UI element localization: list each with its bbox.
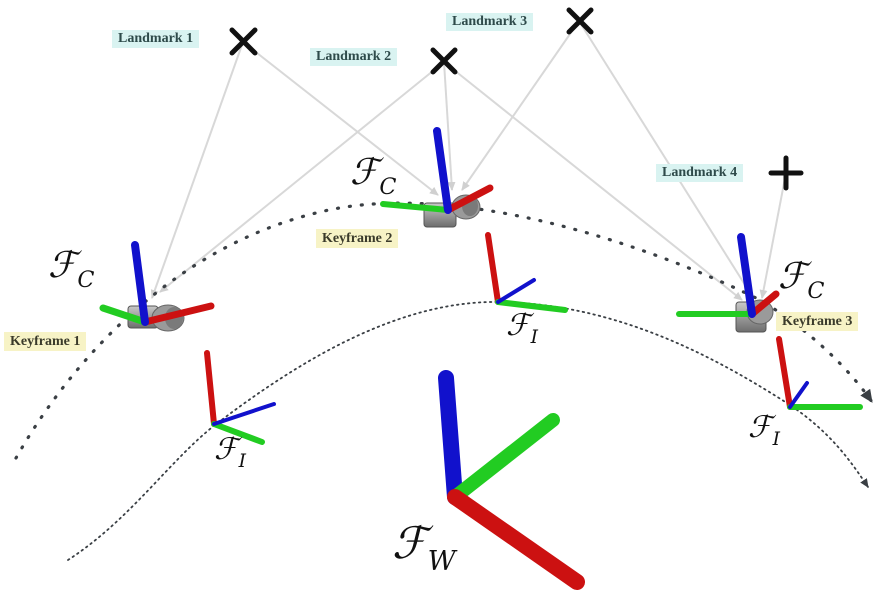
camera-frame-label-1: ℱC [48, 245, 95, 294]
imu-frame-label-1: ℱI [214, 432, 246, 473]
imu3-x-axis [776, 336, 793, 410]
imu1-x-axis [204, 350, 217, 427]
landmark-2-cross-icon [430, 47, 458, 75]
landmark-4-cross-icon [768, 155, 804, 191]
camera-frame-label-3: ℱC [778, 256, 825, 305]
keyframe-1-label: Keyframe 1 [4, 332, 87, 351]
world-y-axis [448, 413, 560, 504]
ray-lm3-kf2 [461, 20, 580, 191]
camera-frame-label-2: ℱC [350, 152, 397, 201]
keyframe-3-label: Keyframe 3 [776, 312, 859, 331]
imu-frame-label-2: ℱI [506, 308, 538, 349]
landmark-1-label: Landmark 1 [112, 30, 200, 48]
cam1-x-axis [141, 302, 215, 326]
ray-lm4-kf3 [759, 172, 787, 299]
imu-frame-1 [204, 350, 276, 445]
imu-frame-2 [485, 232, 568, 313]
camera-keyframe-2 [380, 127, 494, 228]
cam3-z-axis [737, 233, 756, 318]
cam2-y-axis [380, 201, 451, 213]
world-frame [438, 370, 585, 590]
cam3-x-axis [748, 290, 780, 318]
world-x-axis [447, 489, 585, 590]
imu2-z-axis [496, 278, 536, 304]
observation-rays [150, 20, 787, 301]
camera-keyframe-3 [676, 233, 780, 333]
cam1-y-axis [99, 304, 149, 326]
landmark-3-cross-icon [566, 7, 594, 35]
cam1-z-axis [131, 241, 149, 326]
imu2-y-axis [495, 299, 568, 313]
landmark-3-label: Landmark 3 [446, 13, 534, 31]
landmark-2-label: Landmark 2 [310, 48, 398, 66]
imu1-z-axis [212, 402, 276, 426]
imu3-z-axis [788, 381, 809, 409]
world-z-axis [438, 370, 463, 505]
imu1-y-axis [211, 421, 265, 445]
imu-frame-3 [776, 336, 863, 410]
cam2-x-axis [444, 184, 494, 214]
cam2-z-axis [433, 127, 452, 214]
landmark-4-label: Landmark 4 [656, 164, 744, 182]
keyframe-2-label: Keyframe 2 [316, 229, 399, 248]
ray-lm2-kf1 [159, 61, 445, 293]
landmark-markers [229, 7, 804, 191]
camera-keyframe-1 [99, 241, 215, 332]
ray-lm2-kf2 [443, 61, 456, 191]
ray-lm1-kf2 [242, 41, 439, 196]
landmark-1-cross-icon [229, 27, 258, 56]
ray-lm3-kf3 [578, 20, 753, 297]
imu2-x-axis [485, 232, 501, 305]
ray-lm2-kf3 [443, 61, 743, 301]
ray-lm1-kf1 [150, 41, 244, 299]
world-frame-label: ℱW [392, 518, 456, 578]
imu-frame-label-3: ℱI [748, 410, 780, 451]
